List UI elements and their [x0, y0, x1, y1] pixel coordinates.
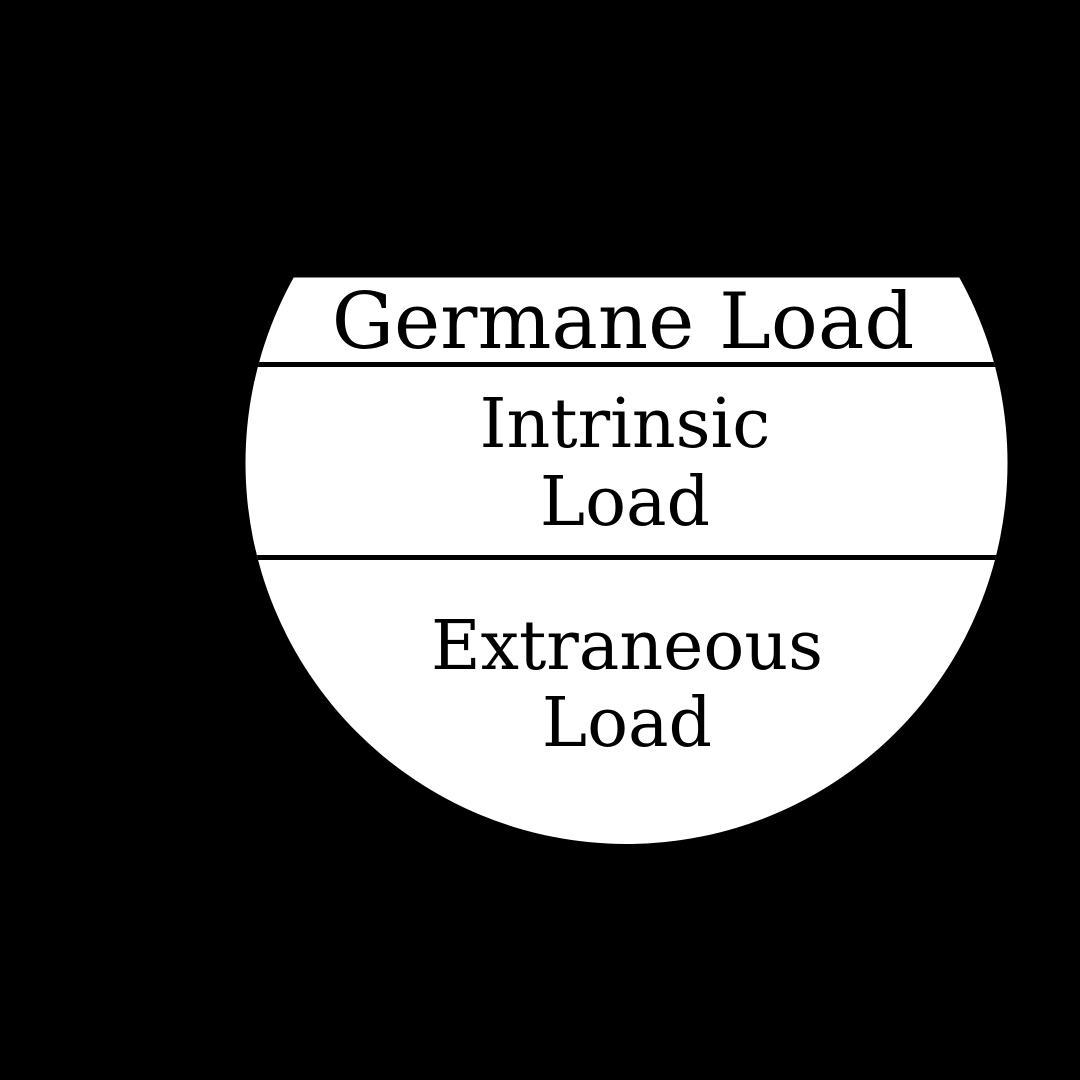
divider-line-top — [245, 362, 1008, 367]
divider-line-bottom — [245, 555, 1008, 560]
section-extraneous-label-line1: Extraneous — [431, 607, 823, 686]
section-intrinsic-label-line1: Intrinsic — [480, 385, 771, 464]
section-extraneous-label-line2: Load — [542, 684, 712, 763]
section-intrinsic-label-line2: Load — [540, 463, 710, 542]
section-germane-label: Germane Load — [332, 277, 915, 367]
circle-shape — [245, 277, 1008, 844]
